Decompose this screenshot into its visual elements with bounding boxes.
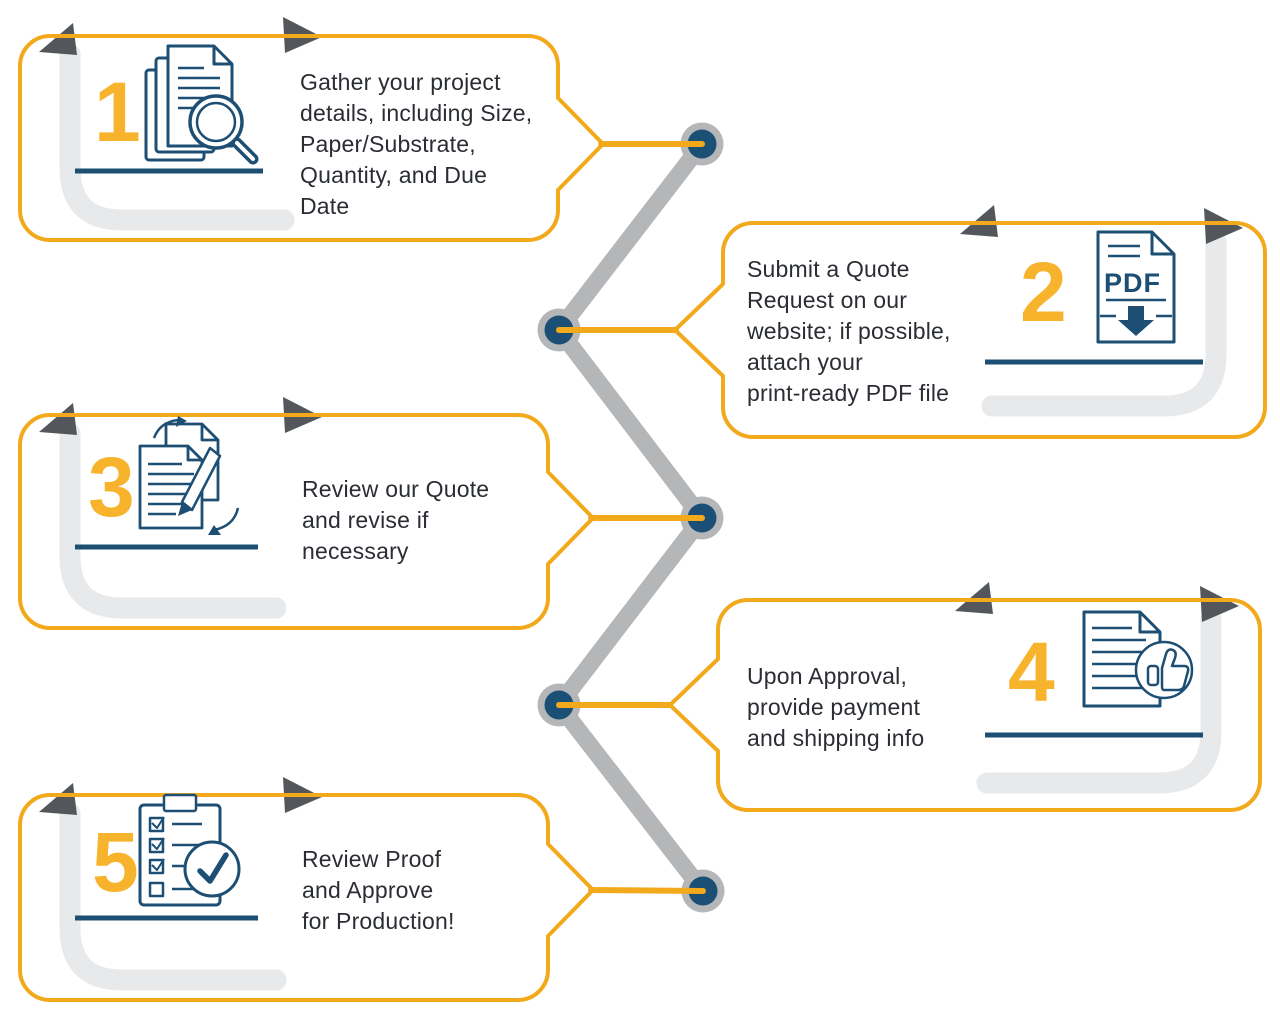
step-4-text: Upon Approval, provide payment and shipp…	[747, 663, 925, 751]
step-3-text: Review our Quote and revise if necessary	[302, 476, 490, 564]
card-shadows	[59, 43, 1227, 991]
step-2-text: Submit a Quote Request on our website; i…	[747, 256, 951, 406]
pdf-label: PDF	[1104, 268, 1161, 298]
step-5-text: Review Proof and Approve for Production!	[302, 846, 455, 934]
step-1-number: 1	[94, 65, 141, 159]
step-5-card-outline	[18, 793, 595, 1002]
card-outlines	[18, 34, 1267, 1002]
checklist-approved-icon	[138, 793, 241, 907]
step-1-text: Gather your project details, including S…	[300, 69, 533, 219]
step-2-card-outline	[673, 221, 1267, 439]
step-1-card-outline	[18, 34, 605, 242]
node-connectors	[556, 141, 706, 894]
documents-magnifier-icon	[144, 44, 259, 165]
document-thumbs-up-icon	[1082, 610, 1194, 708]
pdf-download-icon: PDF	[1096, 230, 1176, 344]
step-3-number: 3	[88, 440, 135, 534]
icon-underlines	[75, 168, 1203, 921]
step-5-number: 5	[92, 815, 139, 909]
step-2-number: 2	[1020, 245, 1067, 339]
step-4-number: 4	[1008, 625, 1055, 719]
step-3-card-outline	[18, 413, 595, 630]
document-revise-icon	[138, 416, 240, 535]
step-4-card-outline	[668, 598, 1262, 812]
